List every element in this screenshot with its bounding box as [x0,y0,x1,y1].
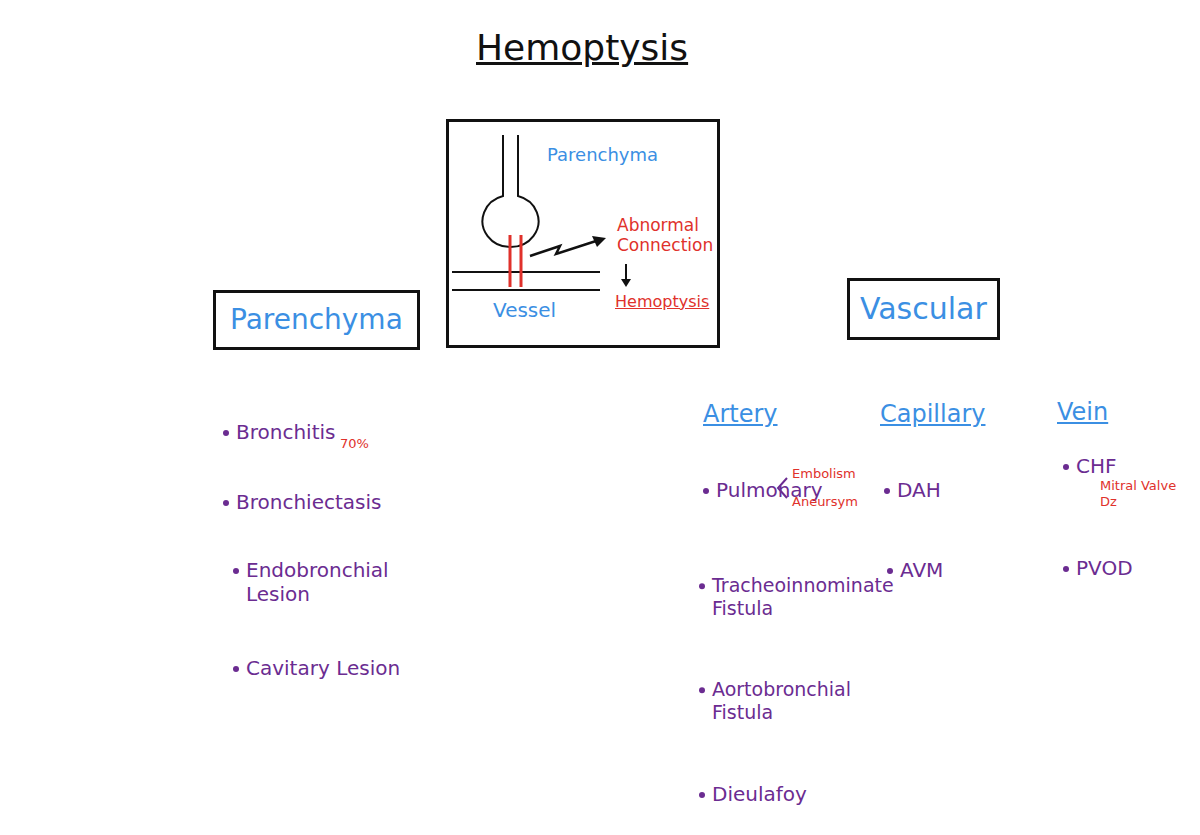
node-text: Vessel [493,298,556,322]
down-arrow [625,264,627,280]
node-text: Parenchyma [230,303,403,337]
bullet-dot [703,488,709,494]
bullet-dot [884,488,890,494]
node-text: Abnormal Connection [617,215,717,256]
cause-item: Tracheoinnominate Fistula [712,574,917,620]
bullet-dot [699,687,705,693]
cause-item: Dieulafoy [712,782,807,806]
node-text: Vascular [860,291,987,327]
connection-line [520,235,523,287]
bullet-dot [699,792,705,798]
vessel-wall [452,271,600,273]
bullet-dot [887,568,893,574]
bullet-dot [1063,464,1069,470]
node-text: Hemoptysis [615,292,709,311]
sub-cause: Embolism [792,466,856,482]
cause-item: AVM [900,558,943,582]
connection-mark [510,235,521,287]
column-heading: Artery [703,400,778,429]
cause-item: Cavitary Lesion [246,656,400,680]
column-heading: Capillary [880,400,985,429]
bullet-dot [699,583,705,589]
category-box: Parenchyma [213,290,420,350]
connection-line [509,235,512,287]
vessel-wall [452,289,600,291]
arrow-head [621,279,631,287]
column-heading: Vein [1057,398,1108,427]
bullet-dot [1063,566,1069,572]
alveolus [483,135,539,247]
percentage-note: 70% [340,436,369,452]
bullet-dot [223,430,229,436]
cause-item: Bronchitis [236,420,335,444]
category-box: Vascular [847,278,1000,340]
bullet-dot [233,666,239,672]
sub-cause: Aneursym [792,494,858,510]
cause-item: Bronchiectasis [236,490,381,514]
sub-cause: Mitral Valve Dz [1100,478,1188,509]
concept-box: ParenchymaAbnormal ConnectionHemoptysis V… [446,119,720,348]
bullet-dot [233,568,239,574]
cause-item: CHF [1076,454,1117,478]
cause-item: PVOD [1076,556,1133,580]
cause-item: Aortobronchial Fistula [712,678,902,724]
bullet-dot [223,500,229,506]
node-text: Parenchyma [547,144,658,166]
cause-item: Endobronchial Lesion [246,558,406,606]
cause-item: DAH [897,478,941,502]
diagram-title: Hemoptysis [476,26,688,69]
arrow-head [592,236,606,247]
zigzag-arrow [530,241,596,256]
